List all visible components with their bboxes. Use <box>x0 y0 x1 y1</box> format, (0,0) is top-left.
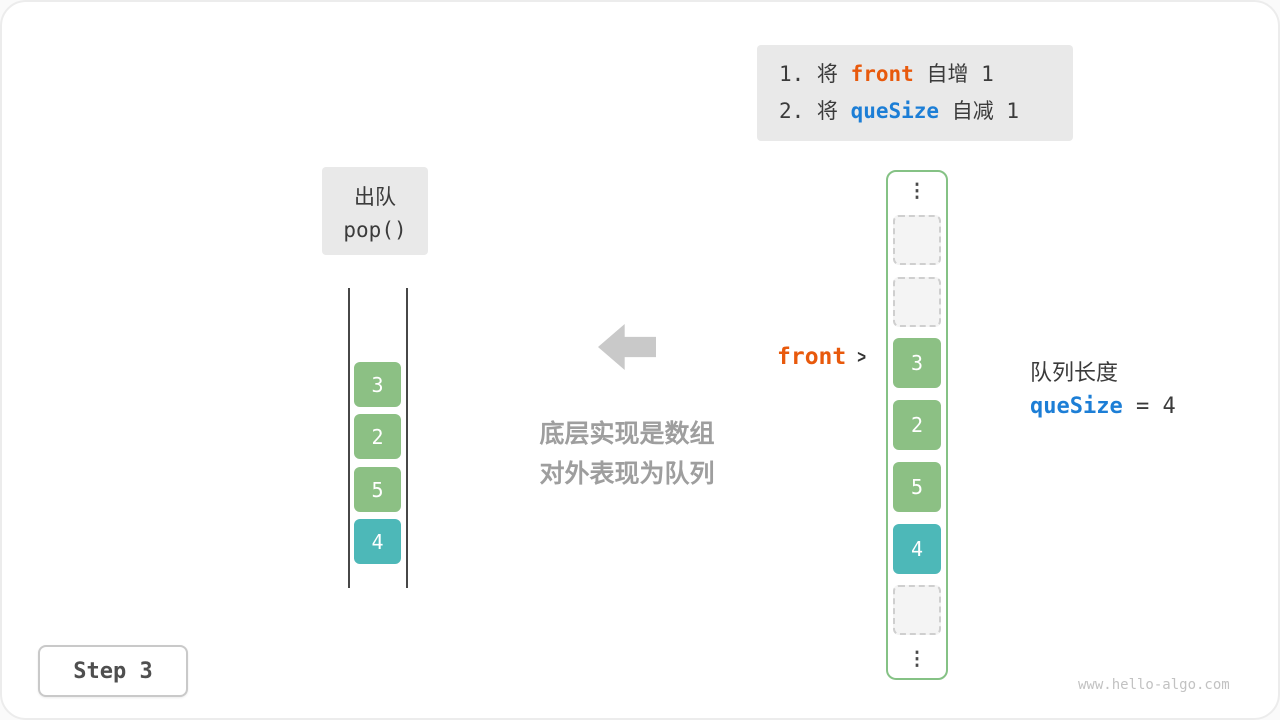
operation-code: pop() <box>343 217 407 242</box>
step-badge: Step 3 <box>38 645 188 697</box>
operation-box: 出队 pop() <box>322 167 428 255</box>
queue-length-label: 队列长度 <box>1030 360 1119 385</box>
array-view: ⋮ 3 2 5 4 ⋮ <box>886 170 948 680</box>
caption-line-2: 对外表现为队列 <box>539 460 715 488</box>
left-arrow-icon <box>598 324 656 370</box>
array-cell-empty <box>893 214 941 265</box>
watermark: www.hello-algo.com <box>1078 677 1230 693</box>
instruction-2-suffix: 自减 1 <box>939 99 1020 123</box>
array-cell-empty <box>893 276 941 327</box>
array-cell: 5 <box>893 461 941 512</box>
front-pointer-label: front <box>777 344 847 370</box>
queue-cell: 4 <box>354 519 401 564</box>
middle-caption: 底层实现是数组 对外表现为队列 <box>507 414 747 494</box>
quesize-variable-token: queSize <box>850 99 940 123</box>
front-variable-token: front <box>850 62 914 86</box>
instruction-box: 1. 将 front 自增 1 2. 将 queSize 自减 1 <box>757 45 1073 141</box>
caption-line-1: 底层实现是数组 <box>539 420 715 448</box>
array-ellipsis-top-icon: ⋮ <box>907 180 927 202</box>
array-ellipsis-bottom-icon: ⋮ <box>907 648 927 670</box>
queue-cell: 2 <box>354 414 401 459</box>
array-cell: 3 <box>893 338 941 389</box>
instruction-1-prefix: 1. 将 <box>779 62 851 86</box>
array-cell: 2 <box>893 400 941 450</box>
queue-rail-left <box>348 288 350 588</box>
front-pointer: front > <box>777 344 866 370</box>
instruction-1-suffix: 自增 1 <box>913 62 994 86</box>
queue-cell: 3 <box>354 362 401 407</box>
array-cell-empty <box>893 585 941 636</box>
quesize-variable: queSize <box>1030 394 1123 419</box>
array-cell: 4 <box>893 523 941 574</box>
front-pointer-chevron-icon: > <box>857 346 867 368</box>
quesize-value: = 4 <box>1122 394 1176 419</box>
quesize-equation: queSize = 4 <box>1030 390 1176 424</box>
queue-length-info: 队列长度 queSize = 4 <box>1030 356 1176 424</box>
queue-rail-right <box>406 288 408 588</box>
step-label: Step 3 <box>73 658 153 684</box>
operation-title: 出队 <box>354 185 396 209</box>
instruction-line-2: 2. 将 queSize 自减 1 <box>779 93 1051 130</box>
instruction-line-1: 1. 将 front 自增 1 <box>779 56 1051 93</box>
queue-cell: 5 <box>354 467 401 512</box>
instruction-2-prefix: 2. 将 <box>779 99 851 123</box>
